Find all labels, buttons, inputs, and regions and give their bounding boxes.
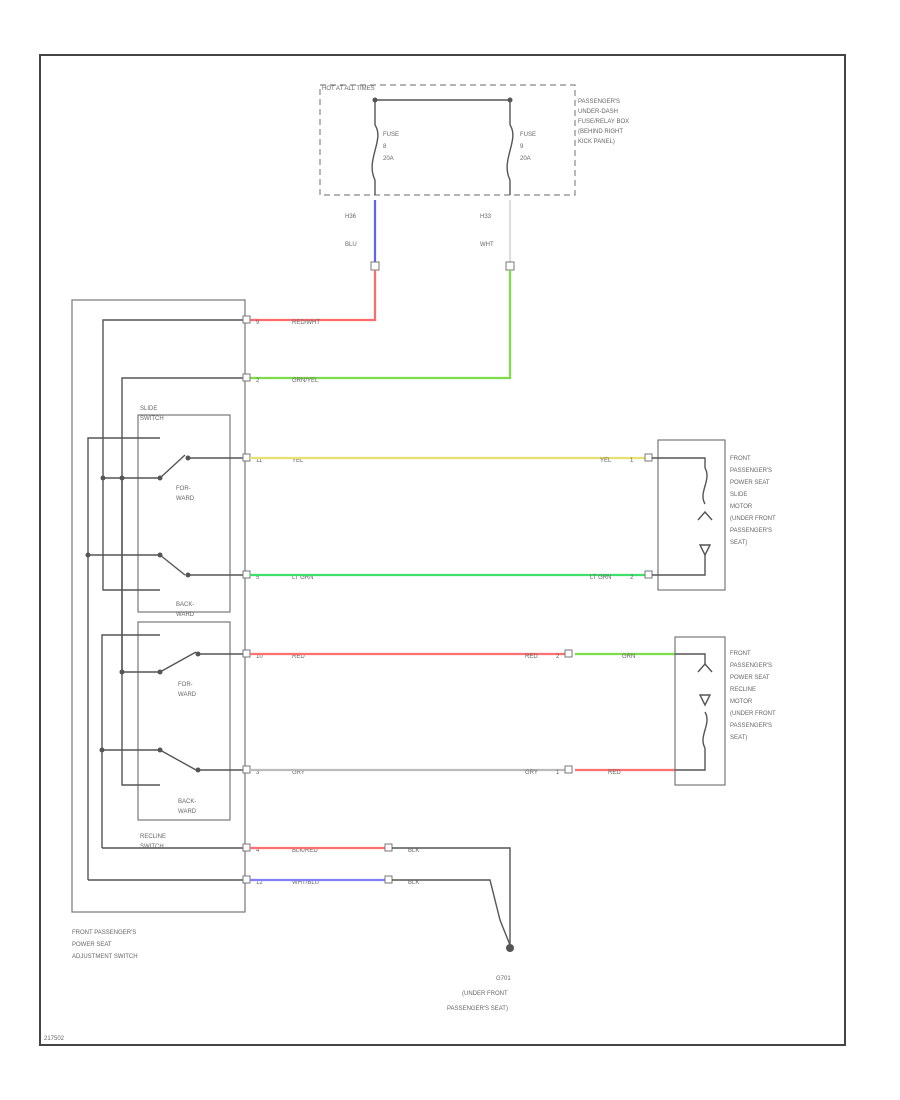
- wire-label-blk-red: BLK/RED: [292, 848, 318, 854]
- slide-backward-label: BACK- WARD: [176, 602, 196, 618]
- fuse-9-label: FUSE 9 20A: [520, 132, 538, 162]
- wire-label-red-wht: RED/WHT: [292, 320, 320, 326]
- pin-2: 2: [256, 378, 260, 384]
- slide-motor-label: FRONT PASSENGER'S POWER SEAT SLIDE MOTOR…: [730, 456, 777, 546]
- slide-motor-icon: [698, 544, 712, 557]
- slide-switch-outline: [137, 414, 231, 613]
- right-pin-lt-grn: 2: [630, 575, 634, 581]
- switch-assembly-outline: [71, 299, 246, 913]
- recline-motor-icon: [698, 694, 712, 707]
- wire-label-lt-grn: LT GRN: [292, 575, 313, 581]
- fuse-8-pin: H36: [345, 214, 357, 220]
- fuse-9-icon: [506, 124, 514, 181]
- wire-label-grn-yel: GRN/YEL: [292, 378, 319, 384]
- slide-switch-label: SLIDE SWITCH: [140, 406, 164, 422]
- fuse-8-icon: [371, 124, 379, 181]
- slide-forward-label: FOR- WARD: [176, 486, 195, 502]
- recline-motor-arrow-icon: [697, 662, 713, 673]
- wire-red-wht: [250, 270, 377, 322]
- fuse-9-pin: H33: [480, 214, 492, 220]
- pin-4: 4: [256, 848, 260, 854]
- fuse-9-wire-label: WHT: [480, 242, 494, 248]
- recline-motor-in-wire-label: GRN: [622, 654, 635, 660]
- pin-9: 9: [256, 320, 260, 326]
- recline-motor-label: FRONT PASSENGER'S POWER SEAT RECLINE MOT…: [730, 651, 777, 741]
- ground-label-1: BLK: [408, 848, 419, 854]
- ground-label-2: BLK: [408, 880, 419, 886]
- slide-forward-contact-icon: [157, 454, 245, 481]
- wire-label-gry: GRY: [292, 770, 305, 776]
- ground-name: G701: [496, 976, 511, 982]
- wire-label-red: RED: [292, 654, 305, 660]
- recline-motor-coil-icon: [702, 711, 708, 749]
- pin-10: 10: [256, 654, 263, 660]
- diagram-id: 217502: [44, 1036, 65, 1042]
- fuse-8-label: FUSE 8 20A: [383, 132, 401, 162]
- recline-forward-contact-icon: [157, 651, 245, 675]
- pin-5: 5: [256, 575, 260, 581]
- wire-label-yel: YEL: [292, 458, 304, 464]
- pin-12: 12: [256, 880, 263, 886]
- fuse-8-wire-label: BLU: [345, 242, 357, 248]
- switch-assembly-label: FRONT PASSENGER'S POWER SEAT ADJUSTMENT …: [72, 930, 138, 960]
- fuse-box-name: PASSENGER'S UNDER-DASH FUSE/RELAY BOX (B…: [578, 99, 631, 145]
- right-label-yel: YEL: [600, 458, 612, 464]
- right-pin-yel: 1: [630, 458, 634, 464]
- slide-motor-arrow-icon: [697, 510, 713, 521]
- right-label-gry: GRY: [525, 770, 538, 776]
- recline-backward-label: BACK- WARD: [178, 799, 198, 815]
- right-label-lt-grn: LT GRN: [590, 575, 611, 581]
- wire-grn-yel: [250, 270, 512, 380]
- fuse-box-outline: [319, 84, 576, 196]
- recline-switch-outline: [137, 621, 231, 821]
- right-pin-gry: 1: [556, 770, 560, 776]
- pin-11: 11: [256, 458, 263, 464]
- ground-wire-1: [392, 847, 511, 945]
- slide-motor-outline: [657, 439, 726, 591]
- recline-forward-label: FOR- WARD: [178, 682, 197, 698]
- slide-backward-contact-icon: [157, 552, 245, 578]
- wire-label-wht-blu: WHT/BLU: [292, 880, 319, 886]
- ground-location: (UNDER FRONT PASSENGER'S SEAT): [447, 991, 509, 1012]
- ground-wire-2: [392, 879, 511, 946]
- slide-motor-coil-icon: [702, 467, 708, 505]
- right-label-red: RED: [525, 654, 538, 660]
- ground-point-icon: [506, 944, 514, 952]
- right-pin-red: 2: [556, 654, 560, 660]
- pin-3: 3: [256, 770, 260, 776]
- recline-backward-contact-icon: [157, 747, 245, 773]
- fuse-box-power-label: HOT AT ALL TIMES: [322, 86, 375, 92]
- recline-switch-label: RECLINE SWITCH: [140, 834, 168, 850]
- diagram-frame: [39, 54, 846, 1046]
- recline-motor-out-wire-label: RED: [608, 770, 621, 776]
- recline-motor-outline: [674, 636, 726, 786]
